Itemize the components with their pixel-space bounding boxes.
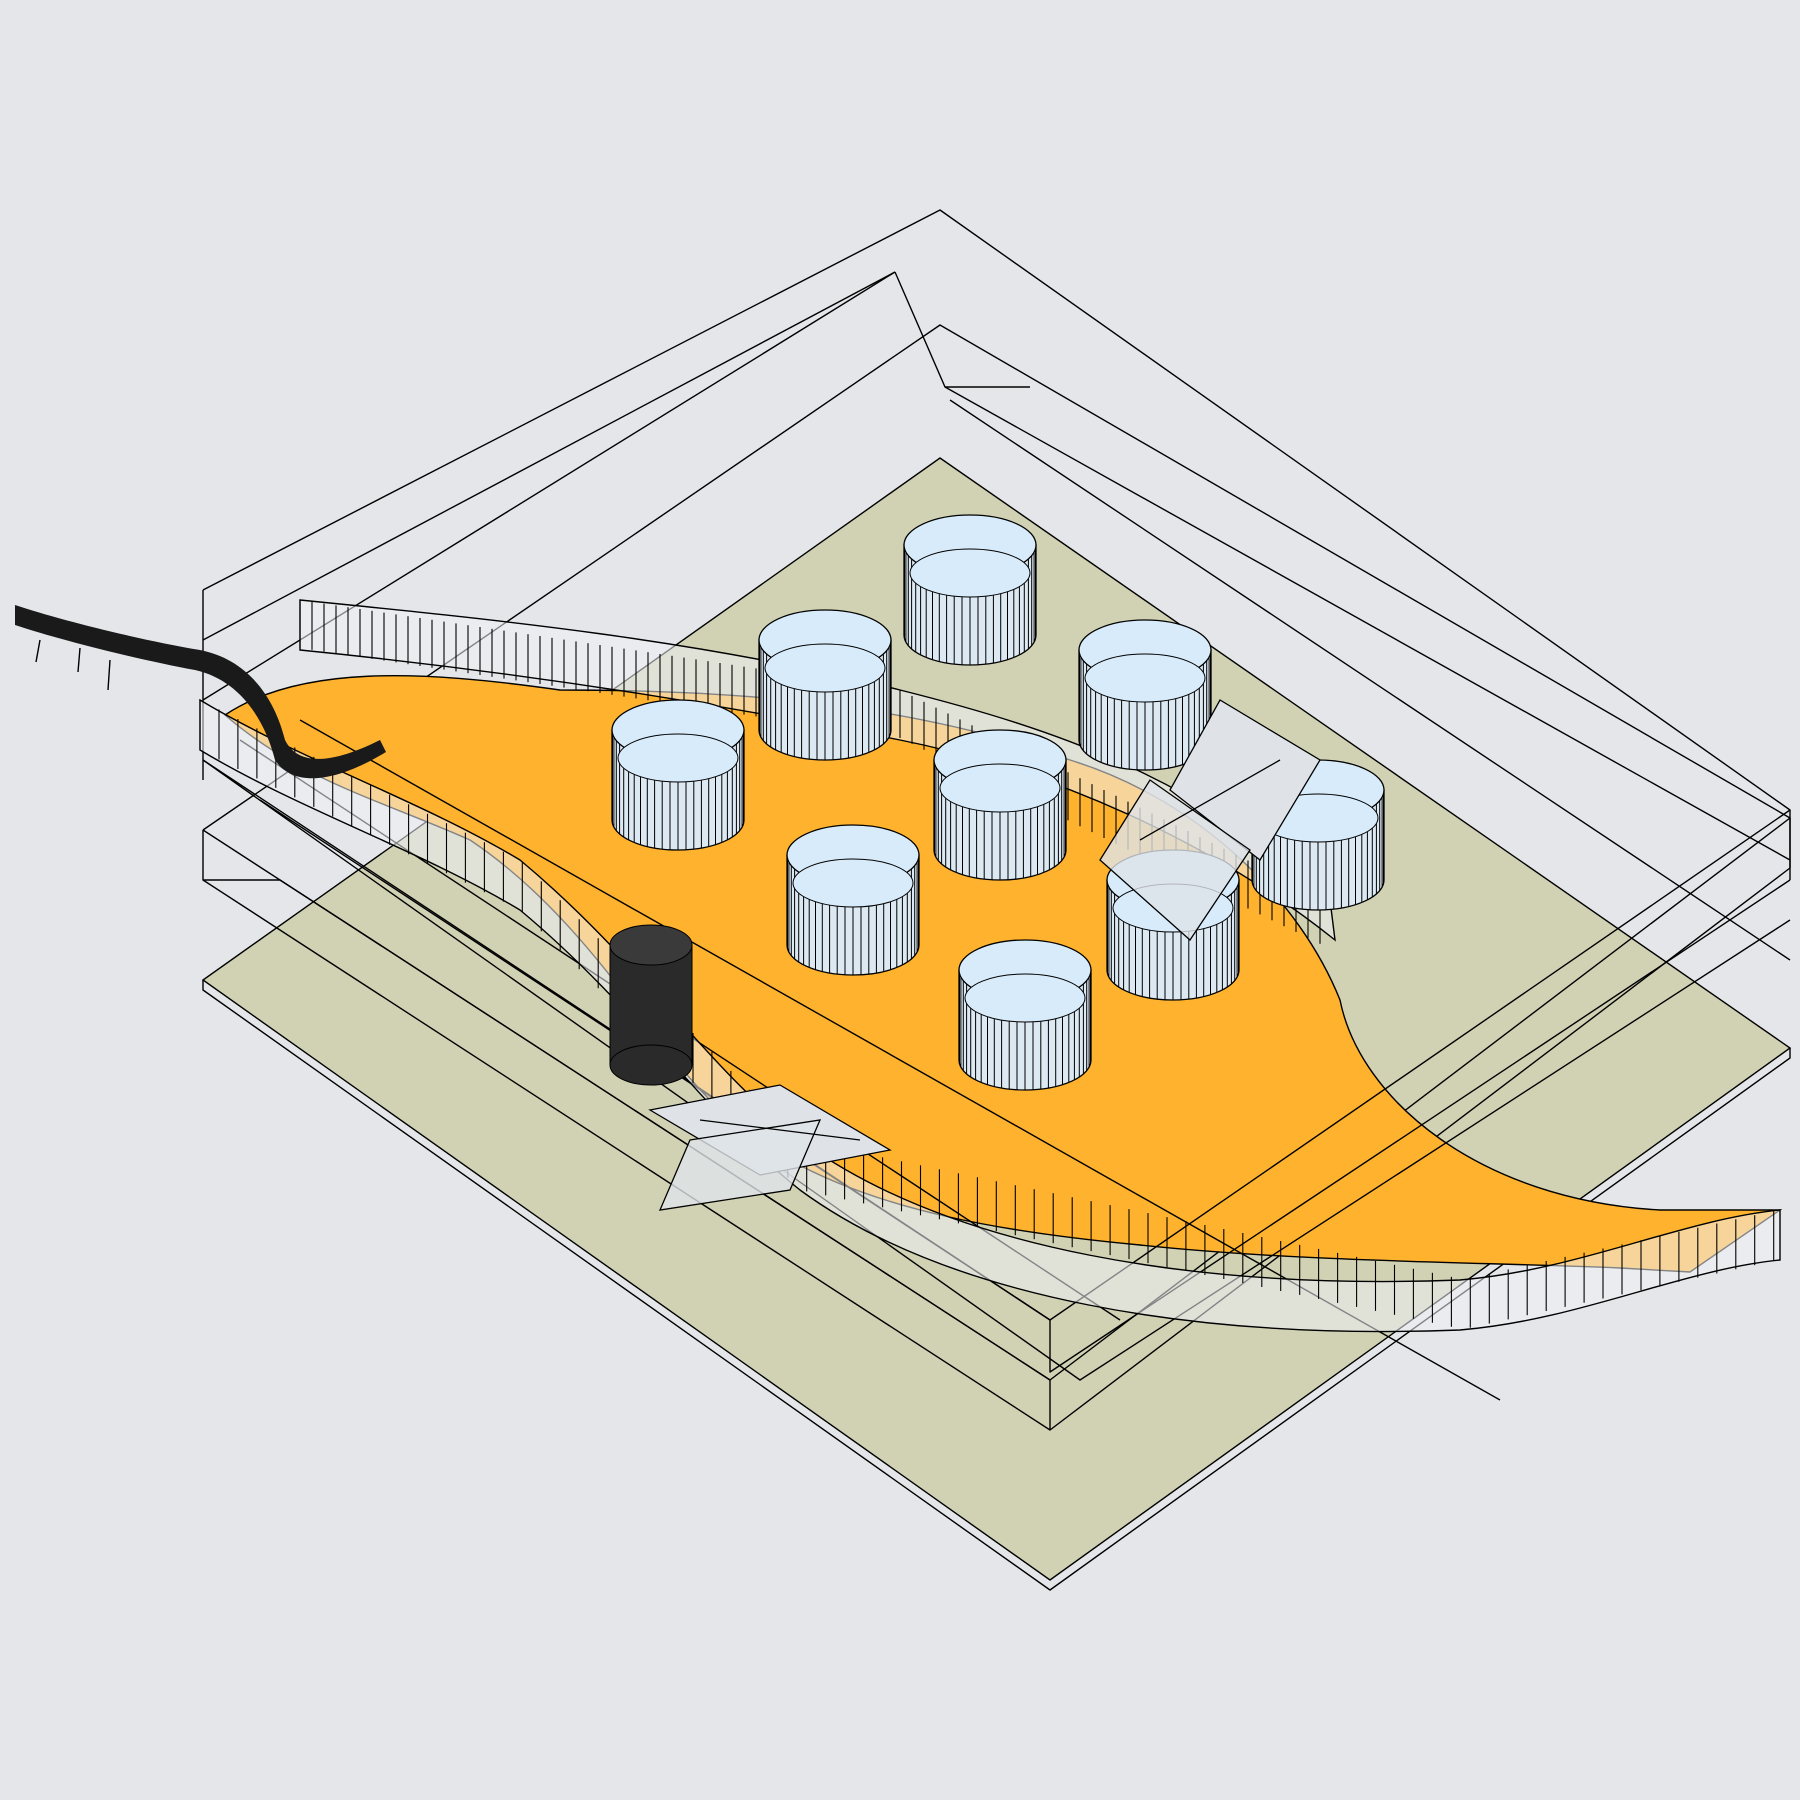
well-1 (903, 514, 1037, 666)
well-7 (786, 824, 920, 976)
wells (611, 514, 1385, 1091)
base-slab-edge (202, 980, 1791, 1591)
well-4 (611, 699, 745, 851)
wall-hatching (199, 600, 1775, 1328)
drain-cylinder (609, 924, 693, 1086)
well-2 (758, 609, 892, 761)
well-5 (933, 729, 1067, 881)
helix-outlet (15, 605, 386, 779)
valve-right (1099, 699, 1321, 941)
valve-left (648, 1084, 892, 1211)
well-9 (958, 939, 1092, 1091)
well-3 (1078, 619, 1212, 771)
